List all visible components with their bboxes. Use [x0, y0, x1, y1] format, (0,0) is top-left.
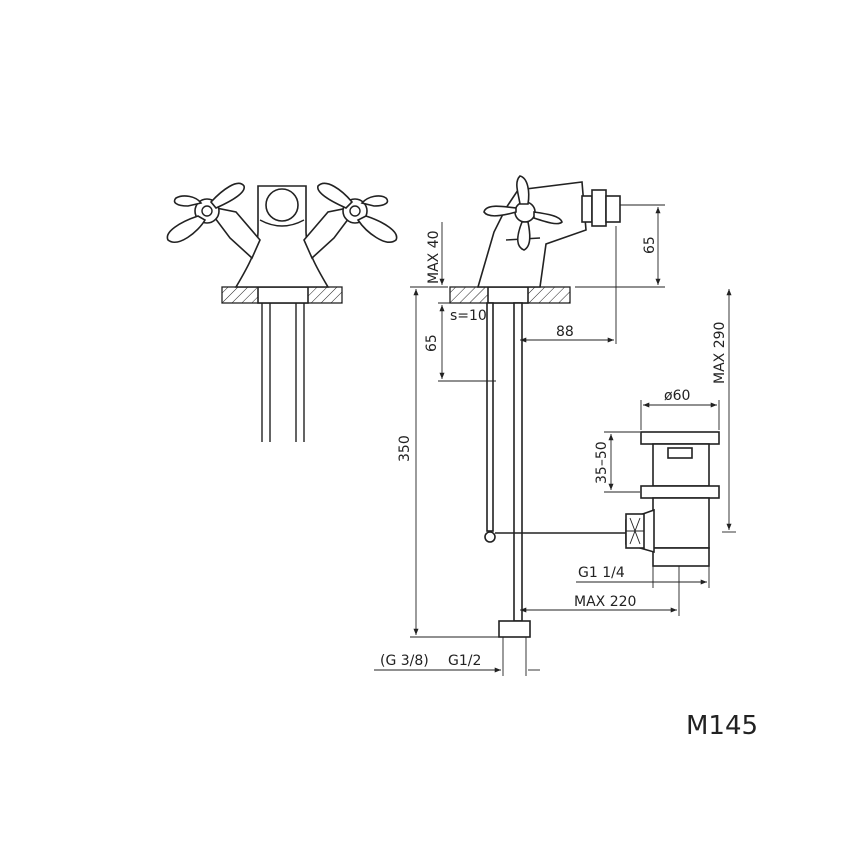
front-right-handle: [303, 182, 398, 260]
front-view: [166, 182, 398, 442]
side-deck-nut: [487, 286, 529, 304]
dim-max-290: MAX 290: [712, 322, 728, 384]
dim-g-3-8: (G 3/8): [380, 653, 429, 669]
dim-s-10: s=10: [450, 308, 487, 324]
popup-rod-joint: [484, 531, 496, 543]
dim-g1-1-4: G1 1/4: [578, 565, 625, 581]
side-supply-pipe: [513, 302, 523, 622]
model-code: M145: [686, 711, 758, 741]
popup-drain: [625, 431, 720, 567]
dim-350: 350: [397, 435, 413, 462]
side-handle: [483, 175, 563, 251]
popup-rod: [486, 302, 494, 532]
front-spout-outlet: [265, 188, 299, 222]
dim-65-mid: 65: [424, 334, 440, 352]
dim-35-50: 35–50: [594, 441, 610, 484]
dim-88: 88: [556, 324, 574, 340]
front-mixer-body: [234, 185, 330, 288]
dim-max-40: MAX 40: [426, 230, 442, 284]
side-spray-outlet: [581, 189, 621, 227]
dim-g1-2: G1/2: [448, 653, 481, 669]
dimension-lines: [374, 204, 736, 676]
front-left-handle: [166, 182, 261, 260]
dim-65-top: 65: [642, 236, 658, 254]
front-supply-pipes: [261, 303, 305, 442]
side-view: [449, 175, 720, 638]
dim-max-220: MAX 220: [574, 594, 636, 610]
front-deck-nut: [257, 286, 309, 304]
side-pipe-connector: [498, 620, 531, 638]
dim-dia-60: ø60: [664, 388, 690, 404]
side-mixer-body: [476, 181, 587, 288]
